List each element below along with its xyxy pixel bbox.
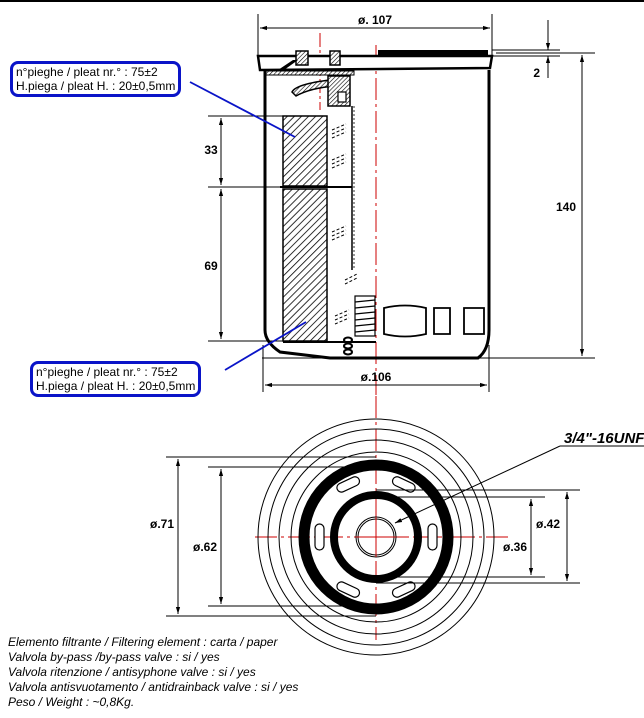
inner-plate [265, 70, 355, 76]
valve-seat [337, 91, 347, 103]
dim-upper-media: 33 [204, 143, 218, 157]
outer-ring-2 [267, 428, 485, 646]
filter-media-upper [282, 115, 328, 187]
dim-total-height: 140 [556, 200, 576, 214]
dim-inner-gasket: ø.62 [193, 540, 217, 554]
note-filtering-element: Elemento filtrante / Filtering element :… [8, 635, 278, 649]
outer-ring-3 [278, 439, 474, 635]
thread-boss-right [329, 50, 341, 66]
pleat-callout-lower: n°pieghe / pleat nr.° : 75±2 H.piega / p… [30, 361, 202, 397]
top-rim-dark [378, 50, 488, 55]
callout-pleat-count: n°pieghe / pleat nr.° : 75±2 [16, 65, 158, 79]
callout-pleat-height: H.piega / pleat H. : 20±0,5mm [36, 379, 196, 393]
top-rim [256, 54, 494, 72]
filter-media-lower [282, 188, 328, 342]
bottom-spring [343, 336, 353, 356]
dim-lower-media: 69 [204, 259, 218, 273]
specification-notes: Elemento filtrante / Filtering element :… [8, 635, 298, 710]
callout-pleat-height: H.piega / pleat H. : 20±0,5mm [16, 79, 176, 93]
dim-outer-gasket: ø.71 [150, 517, 174, 531]
dim-bottom-diameter: ø.106 [361, 370, 392, 384]
callout-pleat-count: n°pieghe / pleat nr.° : 75±2 [36, 365, 178, 379]
inner-seal [330, 491, 422, 583]
roller-small-1 [433, 307, 451, 335]
bypass-spring [354, 295, 376, 337]
side-view: ø. 107 2 140 33 69 ø.106 [189, 13, 595, 395]
rim-chamfer [278, 60, 298, 70]
thread-leader [394, 445, 561, 524]
dim-inner-seal: ø.36 [503, 540, 527, 554]
pleat-callout-upper: n°pieghe / pleat nr.° : 75±2 H.piega / p… [10, 61, 182, 97]
callout-leader-upper [189, 81, 296, 138]
callout-leader-lower [224, 321, 307, 371]
dim-rim-height: 2 [533, 66, 540, 80]
outer-ring-4 [290, 451, 462, 623]
gasket [298, 459, 454, 615]
note-antidrainback-valve: Valvola antisvuotamento / antidrainback … [8, 680, 299, 694]
roller-small-2 [463, 307, 485, 335]
dim-top-diameter: ø. 107 [358, 13, 392, 27]
note-antisyphone-valve: Valvola ritenzione / antisyphone valve :… [8, 665, 256, 679]
outer-ring-1 [257, 418, 495, 656]
bottom-view: ø.71 ø.62 ø.42 ø.36 3/4"-16UNF [150, 396, 644, 656]
roller-large [383, 304, 427, 338]
tube-perforations [331, 123, 358, 325]
note-bypass-valve: Valvola by-pass /by-pass valve : si / ye… [8, 650, 220, 664]
thread-boss-left [295, 50, 309, 66]
thread-label: 3/4"-16UNF [564, 430, 644, 447]
note-weight: Peso / Weight : ~0,8Kg. [8, 695, 135, 709]
outlet-slots [314, 476, 438, 598]
dim-outer-seal: ø.42 [536, 517, 560, 531]
